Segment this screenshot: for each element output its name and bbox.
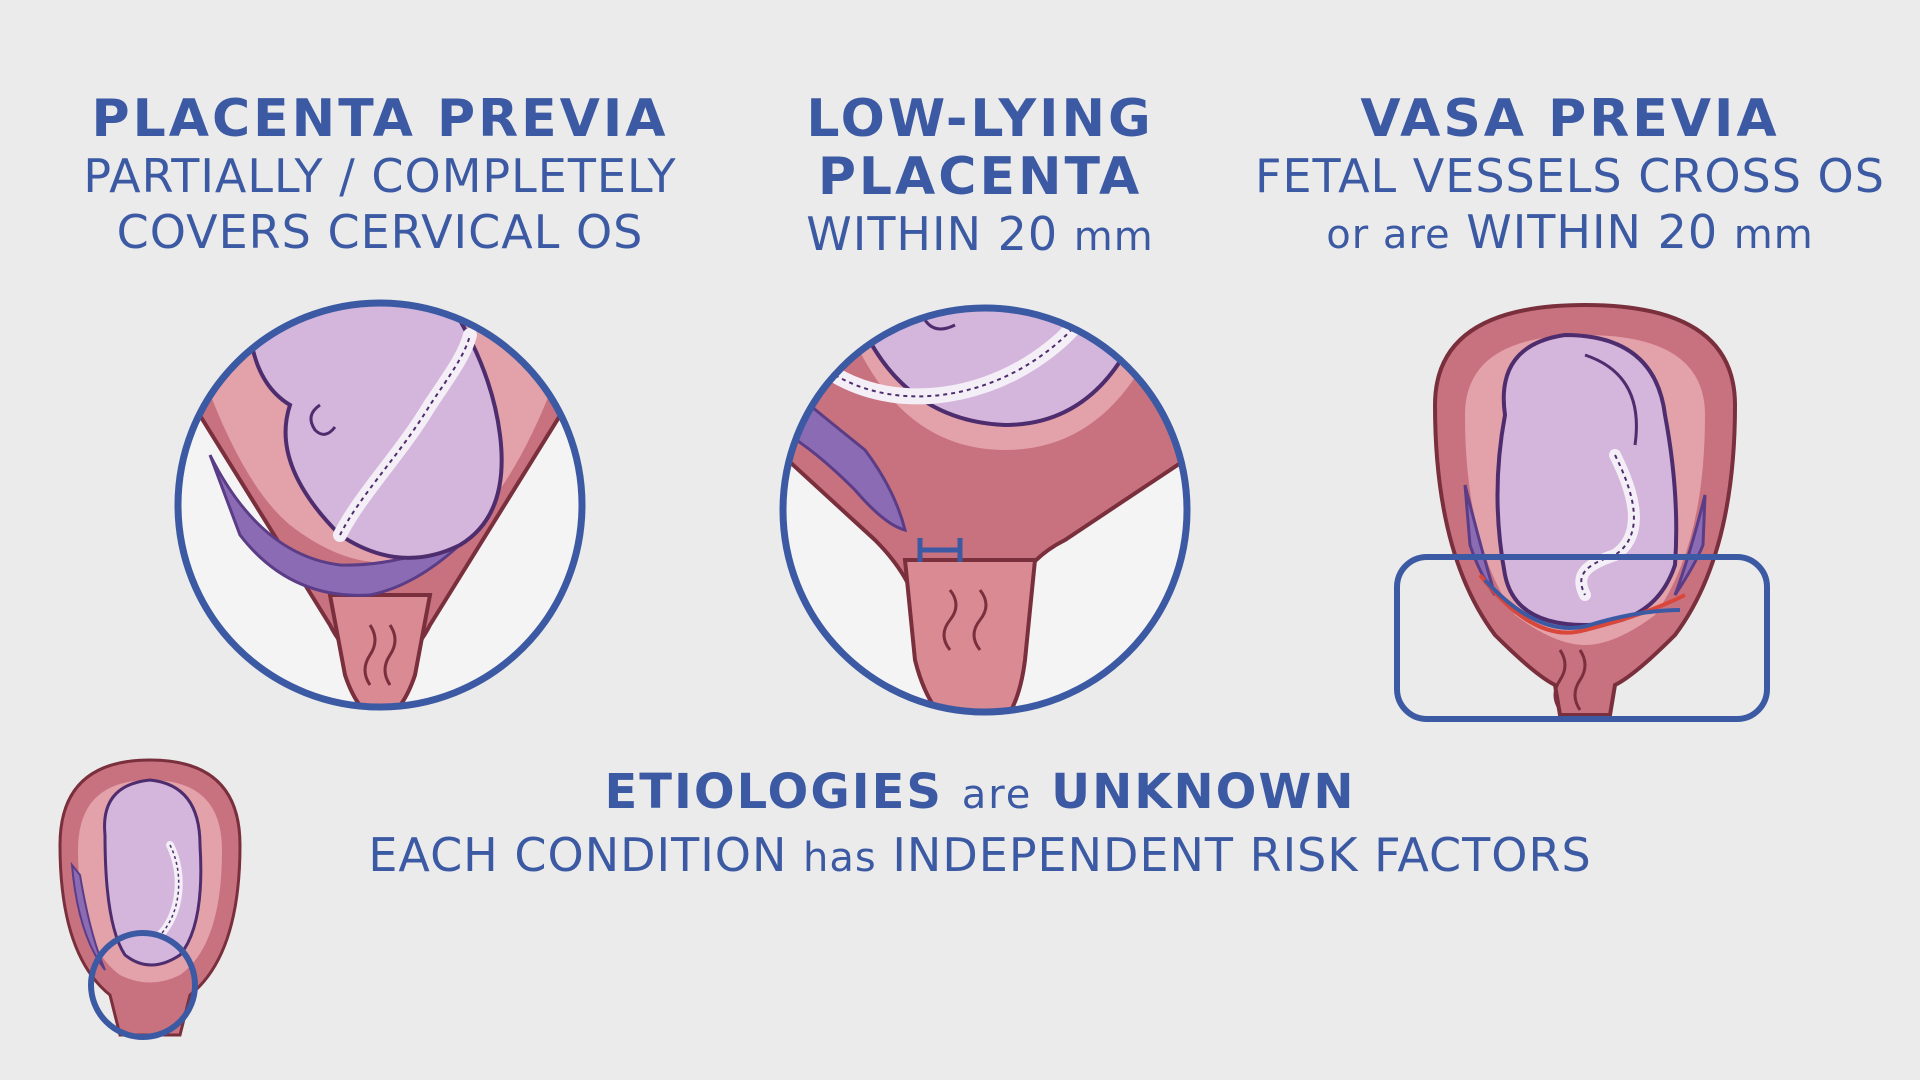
etiology-line1-b: are: [961, 772, 1033, 818]
etiology-line2-c: INDEPENDENT RISK FACTORS: [892, 828, 1592, 882]
low-lying-title-line1: LOW-LYING: [806, 89, 1154, 149]
vasa-previa-desc-caps: WITHIN 20: [1466, 205, 1719, 259]
placenta-previa-desc-line1: PARTIALLY / COMPLETELY: [83, 149, 677, 203]
etiology-line1: ETIOLOGIES are UNKNOWN: [300, 762, 1660, 825]
placenta-previa-illustration: [174, 299, 586, 711]
etiology-line2: EACH CONDITION has INDEPENDENT RISK FACT…: [300, 825, 1660, 888]
distance-marker-icon: [917, 538, 963, 562]
etiology-line2-a: EACH CONDITION: [368, 828, 788, 882]
vasa-previa-desc-line1: FETAL VESSELS CROSS OS: [1255, 149, 1885, 203]
vasa-previa-desc-unit: mm: [1733, 212, 1814, 258]
placenta-previa-title: PLACENTA PREVIA: [91, 89, 669, 149]
placenta-previa-heading: PLACENTA PREVIA PARTIALLY / COMPLETELY C…: [40, 90, 720, 260]
low-lying-heading: LOW-LYING PLACENTA WITHIN 20 mm: [760, 90, 1200, 265]
low-lying-desc: WITHIN 20 mm: [760, 206, 1200, 265]
vasa-previa-desc-lower: or are: [1326, 212, 1451, 258]
low-lying-title-line2: PLACENTA: [817, 147, 1143, 207]
placenta-previa-desc-line2: COVERS CERVICAL OS: [116, 205, 644, 259]
vasa-previa-illustration: [1394, 302, 1770, 722]
etiology-line1-a: ETIOLOGIES: [604, 764, 943, 820]
etiology-line1-c: UNKNOWN: [1051, 764, 1356, 820]
uterus-thumbnail-illustration: [58, 758, 242, 1040]
low-lying-desc-unit: mm: [1073, 214, 1154, 260]
vasa-previa-title: VASA PREVIA: [1360, 89, 1780, 149]
vasa-previa-desc-line2: or are WITHIN 20 mm: [1240, 204, 1900, 263]
vasa-previa-heading: VASA PREVIA FETAL VESSELS CROSS OS or ar…: [1240, 90, 1900, 263]
etiology-statement: ETIOLOGIES are UNKNOWN EACH CONDITION ha…: [300, 762, 1660, 888]
etiology-line2-b: has: [803, 835, 877, 881]
low-lying-desc-caps: WITHIN 20: [806, 207, 1059, 261]
low-lying-placenta-illustration: [779, 304, 1191, 716]
